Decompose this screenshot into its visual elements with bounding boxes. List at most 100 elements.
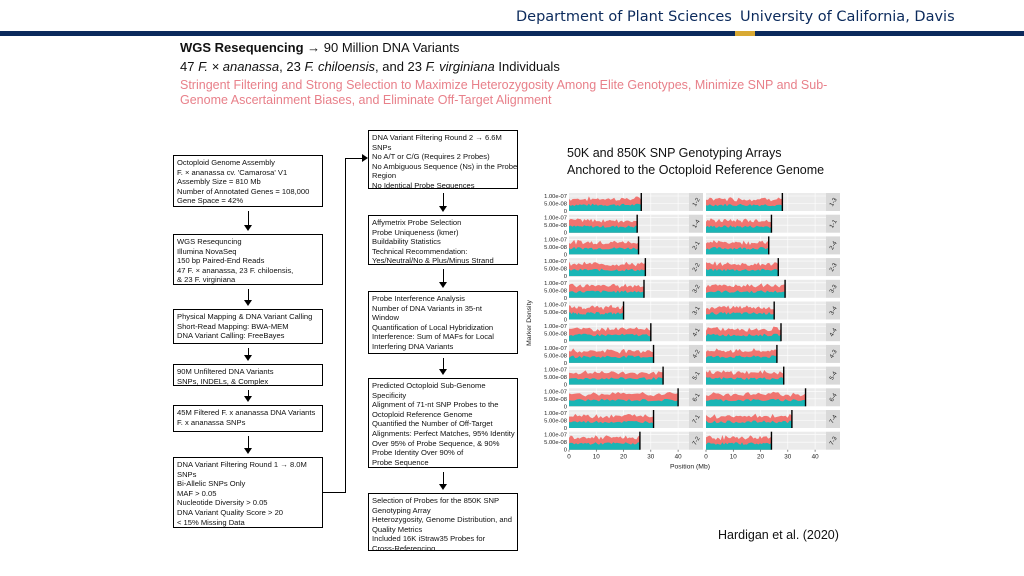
right-box-3-line: Window: [372, 313, 400, 323]
subtitle-part-1: F. × ananassa: [198, 59, 280, 74]
y-tick-label: 0: [564, 318, 567, 324]
left-box-3-line: Short-Read Mapping: BWA-MEM: [177, 321, 289, 331]
panel-strip: [689, 193, 703, 211]
panel-label: 7-3: [829, 435, 839, 446]
density-50k-area: [706, 398, 806, 407]
left-box-2-line: Illumina NovaSeq: [177, 246, 237, 256]
panel-strip: [689, 388, 703, 407]
x-tick-label: 30: [784, 454, 792, 461]
left-box-4-line: 90M Unfiltered DNA Variants: [177, 367, 274, 376]
right-flow-arrow: [439, 358, 447, 375]
density-50k-area: [569, 225, 638, 233]
panel-label: 2-4: [829, 240, 839, 251]
x-tick-label: 10: [730, 454, 738, 461]
subtitle-part-3: F. chiloensis: [304, 59, 376, 74]
department-name: Department of Plant Sciences: [516, 9, 732, 25]
left-box-3-line: DNA Variant Calling: FreeBayes: [177, 331, 285, 341]
panel-strip: [826, 279, 840, 298]
right-box-4-line: Over 95% of Probe Sequence, & 90%: [372, 438, 500, 448]
panel-label: 2-3: [829, 262, 839, 273]
y-tick-label: 1.00e-07: [544, 281, 567, 287]
right-box-4-line: Predicted Octoploid Sub-Genome: [372, 381, 486, 390]
slide-title-bold: WGS Resequencing: [180, 40, 304, 55]
density-50k-area: [569, 312, 624, 320]
y-tick-label: 1.00e-07: [544, 237, 567, 243]
right-box-1-line: No Ambiguous Sequence (Ns) in the Probe: [372, 161, 518, 171]
y-tick-label: 0: [564, 361, 567, 367]
y-tick-label: 1.00e-07: [544, 389, 567, 395]
y-tick-label: 0: [564, 209, 567, 215]
y-tick-label: 1.00e-07: [544, 259, 567, 265]
university-name: University of California, Davis: [740, 9, 955, 25]
left-box-2-line: 47 F. × ananassa, 23 F. chiloensis,: [177, 265, 294, 275]
left-box-6-line: SNPs: [177, 469, 197, 479]
density-50k-area: [569, 398, 679, 407]
x-tick-label: 20: [620, 454, 628, 461]
left-box-6-line: DNA Variant Filtering Round 1 → 8.0M: [177, 460, 307, 469]
density-50k-area: [706, 247, 769, 255]
panel-label: 2-2: [692, 262, 702, 273]
left-box-2-line: & 23 F. virginiana: [177, 275, 236, 285]
x-tick-label: 0: [704, 454, 708, 461]
y-tick-label: 1.00e-07: [544, 216, 567, 222]
y-tick-label: 5.00e-08: [544, 267, 567, 273]
right-box-1-line: No A/T or C/G (Requires 2 Probes): [372, 152, 490, 162]
right-flow-arrow: [439, 193, 447, 212]
density-50k-area: [706, 355, 777, 363]
left-box-2-line: 150 bp Paired-End Reads: [177, 256, 265, 266]
y-tick-label: 5.00e-08: [544, 419, 567, 425]
panel-label: 3-1: [692, 305, 702, 316]
density-50k-area: [569, 355, 654, 363]
y-tick-label: 0: [564, 404, 567, 410]
panel-strip: [826, 236, 840, 255]
panel-label: 1-1: [829, 218, 839, 229]
flow-connector: [323, 492, 345, 493]
panel-strip: [826, 388, 840, 407]
right-box-1-line: SNPs: [372, 142, 392, 152]
y-tick-label: 5.00e-08: [544, 310, 567, 316]
slide-title: WGS Resequencing → 90 Million DNA Varian…: [180, 40, 459, 55]
density-50k-area: [569, 420, 654, 428]
y-tick-label: 1.00e-07: [544, 324, 567, 330]
density-50k-area: [569, 333, 651, 342]
left-flow-arrow: [244, 289, 252, 306]
left-box-6-line: Nucleotide Diversity > 0.05: [177, 498, 268, 508]
y-tick-label: 5.00e-08: [544, 245, 567, 251]
y-tick-label: 5.00e-08: [544, 332, 567, 338]
right-box-5-line: Genotyping Array: [372, 505, 431, 515]
y-tick-label: 0: [564, 448, 567, 454]
right-box-2-line: Technical Recommendation:: [372, 246, 468, 256]
panel-label: 5-4: [829, 370, 839, 381]
x-tick-label: 0: [567, 454, 571, 461]
panel-label: 5-1: [692, 370, 702, 381]
subtitle-part-4: , and 23: [375, 59, 426, 74]
left-box-1-line: F. × ananassa cv. 'Camarosa' V1: [177, 167, 288, 177]
panel-strip: [826, 431, 840, 450]
left-box-1-line: Number of Annotated Genes = 108,000: [177, 186, 310, 196]
panel-label: 3-3: [829, 283, 839, 294]
y-tick-label: 5.00e-08: [544, 440, 567, 446]
slide-note: Stringent Filtering and Strong Selection…: [180, 78, 828, 107]
right-box-1-line: DNA Variant Filtering Round 2 → 6.6M: [372, 133, 502, 142]
right-box-5-line: Quality Metrics: [372, 524, 423, 534]
right-box-5-line: Heterozygosity, Genome Distribution, and: [372, 515, 512, 525]
right-box-2-line: Buildability Statistics: [372, 237, 441, 247]
panel-label: 3-4: [829, 305, 839, 316]
y-tick-label: 0: [564, 252, 567, 258]
right-box-2-line: Affymetrix Probe Selection: [372, 218, 462, 227]
right-flow-arrow: [439, 269, 447, 288]
y-tick-label: 1.00e-07: [544, 411, 567, 417]
flow-connector: [345, 158, 346, 493]
right-box-5-line: Selection of Probes for the 850K SNP: [372, 496, 500, 505]
header-stripe: [0, 31, 1024, 36]
left-box-1-line: Assembly Size = 810 Mb: [177, 177, 261, 187]
